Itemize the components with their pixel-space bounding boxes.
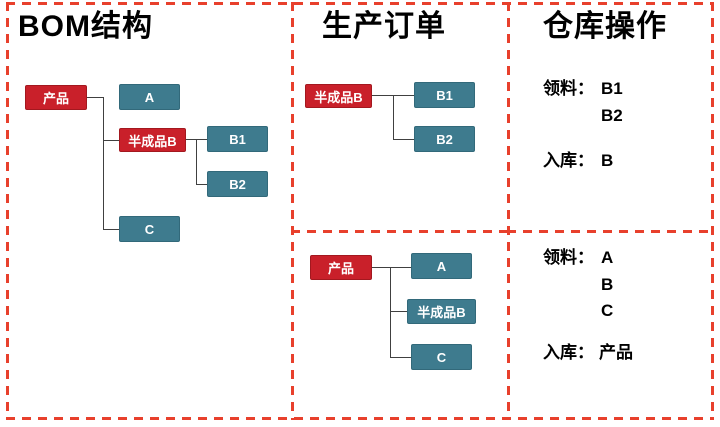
- bom-b2-node: B2: [207, 171, 268, 197]
- connector-line: [196, 139, 197, 184]
- connector-line: [103, 229, 119, 230]
- connector-line: [87, 97, 103, 98]
- warehouse-section-divider: [507, 230, 714, 233]
- pick-value: B2: [601, 106, 623, 125]
- bom-title: BOM结构: [18, 10, 153, 43]
- order-top-root-node: 半成品B: [305, 84, 372, 108]
- connector-line: [103, 140, 119, 141]
- inbound-label: 入库：: [543, 151, 594, 170]
- outer-border-bottom: [6, 417, 714, 420]
- order-bottom-c-node: C: [411, 344, 472, 370]
- bom-semib-node: 半成品B: [119, 128, 186, 152]
- warehouse-title: 仓库操作: [543, 10, 667, 43]
- pick-value: B: [601, 275, 614, 294]
- connector-line: [196, 184, 207, 185]
- order-top-b2-node: B2: [414, 126, 475, 152]
- bom-a-node: A: [119, 84, 180, 110]
- pick-value: C: [601, 301, 614, 320]
- pick-value: B1: [601, 79, 623, 98]
- pick-label: 领料：: [543, 79, 594, 98]
- orders-section-divider: [291, 230, 510, 233]
- connector-line: [390, 311, 407, 312]
- connector-line: [390, 357, 411, 358]
- connector-line: [393, 95, 394, 139]
- inbound-value: 产品: [599, 343, 633, 362]
- connector-line: [390, 267, 391, 357]
- inbound-label: 入库：: [543, 343, 594, 362]
- order-top-b1-node: B1: [414, 82, 475, 108]
- column-divider-2: [507, 2, 510, 420]
- bom-product-node: 产品: [25, 85, 87, 110]
- outer-border-top: [6, 2, 714, 5]
- order-bottom-root-node: 产品: [310, 255, 372, 280]
- pick-value: A: [601, 248, 614, 267]
- connector-line: [103, 97, 104, 229]
- connector-line: [393, 139, 414, 140]
- connector-line: [372, 267, 411, 268]
- orders-title: 生产订单: [322, 10, 446, 43]
- inbound-value: B: [601, 151, 614, 170]
- order-bottom-a-node: A: [411, 253, 472, 279]
- outer-border-right: [711, 2, 714, 420]
- order-bottom-semib-node: 半成品B: [407, 299, 476, 324]
- pick-label: 领料：: [543, 248, 594, 267]
- outer-border-left: [6, 2, 9, 420]
- bom-c-node: C: [119, 216, 180, 242]
- column-divider-1: [291, 2, 294, 420]
- bom-b1-node: B1: [207, 126, 268, 152]
